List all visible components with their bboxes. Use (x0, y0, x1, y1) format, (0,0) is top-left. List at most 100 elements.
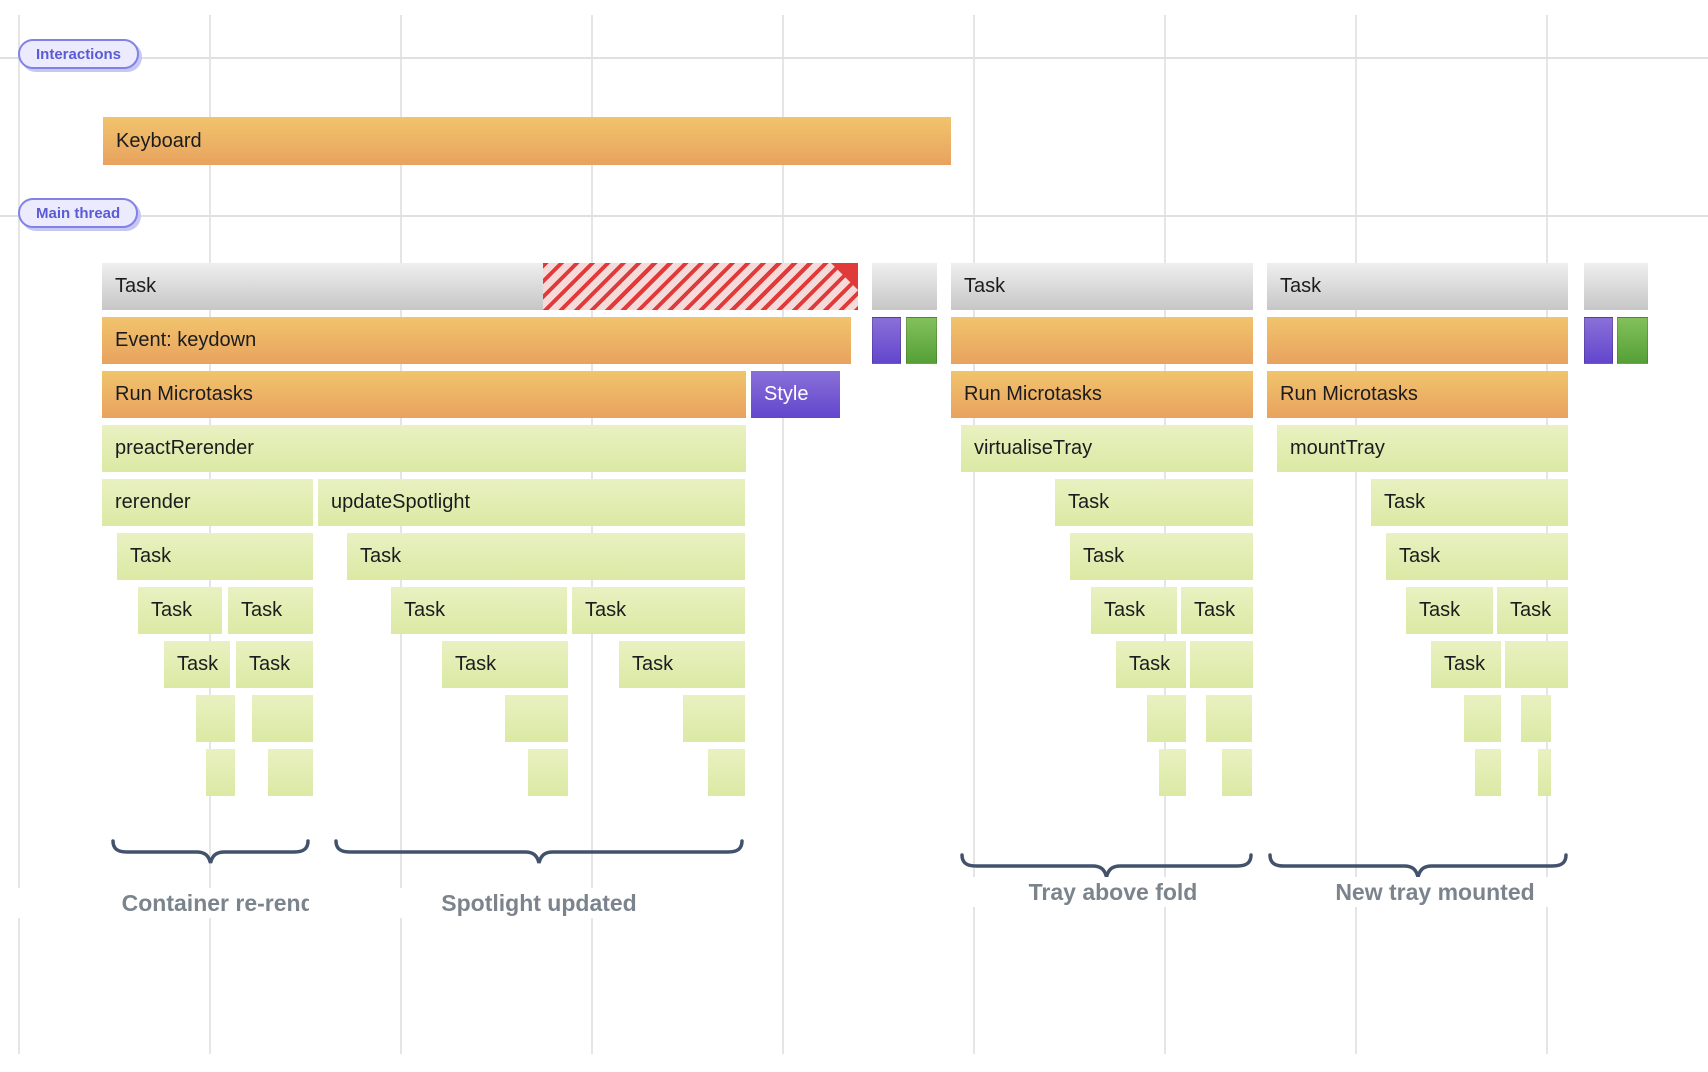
flame-bar-label: Task (115, 275, 157, 297)
flame-bar-label: Task (1129, 653, 1171, 675)
interactions-track-pill[interactable]: Interactions (18, 39, 140, 69)
flame-bar[interactable] (206, 749, 235, 796)
flame-bar[interactable]: Task (1181, 587, 1253, 634)
flame-bar[interactable] (1159, 749, 1186, 796)
flame-bar[interactable] (1464, 695, 1501, 742)
flame-bar[interactable]: Task (102, 263, 858, 310)
flame-bar[interactable]: Task (391, 587, 567, 634)
flame-bar[interactable] (196, 695, 235, 742)
flame-bar[interactable] (1206, 695, 1252, 742)
flame-bar[interactable]: preactRerender (102, 425, 746, 472)
flame-bar[interactable]: Task (442, 641, 568, 688)
flame-bar[interactable]: Task (1386, 533, 1568, 580)
flame-bar[interactable]: Task (347, 533, 745, 580)
flame-bar[interactable] (1475, 749, 1501, 796)
flame-bar[interactable] (951, 317, 1253, 364)
gridline (18, 15, 20, 1054)
flame-bar-label: updateSpotlight (331, 491, 471, 513)
flame-bar-label: Task (1083, 545, 1125, 567)
flame-bar[interactable]: Task (1116, 641, 1186, 688)
flame-bar[interactable]: Run Microtasks (951, 371, 1253, 418)
flame-bar-label: Task (360, 545, 402, 567)
flame-bar[interactable] (528, 749, 568, 796)
flame-bar[interactable]: Task (619, 641, 745, 688)
flame-bar-label: Task (151, 599, 193, 621)
flame-bar-label: Task (1444, 653, 1486, 675)
flame-bar[interactable] (268, 749, 313, 796)
annotation-brace (334, 839, 744, 864)
long-task-corner-triangle-icon (831, 263, 858, 290)
flame-bar[interactable]: Task (1406, 587, 1493, 634)
flame-bar-label: Task (585, 599, 627, 621)
flame-bar[interactable]: virtualiseTray (961, 425, 1253, 472)
flame-bar[interactable] (1505, 641, 1568, 688)
annotation-label: New tray mounted (1205, 877, 1665, 907)
flame-bar[interactable]: Event: keydown (102, 317, 851, 364)
flame-bar[interactable]: Task (1431, 641, 1501, 688)
flame-bar-label: Task (404, 599, 446, 621)
flame-bar[interactable]: Task (1091, 587, 1177, 634)
flame-bar[interactable] (1584, 317, 1613, 364)
flame-bar[interactable]: Task (228, 587, 313, 634)
flame-bar-label: Task (241, 599, 283, 621)
flame-bar-label: Task (249, 653, 291, 675)
flame-bar[interactable]: Task (1267, 263, 1568, 310)
flame-bar[interactable]: Task (236, 641, 313, 688)
flame-bar[interactable] (872, 263, 937, 310)
flame-bar-label: Run Microtasks (115, 383, 253, 405)
flame-bar[interactable]: mountTray (1277, 425, 1568, 472)
flame-bar[interactable] (1147, 695, 1186, 742)
track-separator (0, 57, 1708, 59)
flame-bar[interactable] (1617, 317, 1648, 364)
flame-bar[interactable]: Style (751, 371, 840, 418)
flame-bar[interactable] (708, 749, 745, 796)
keyboard-interaction-bar[interactable]: Keyboard (103, 117, 951, 165)
flame-bar[interactable]: Task (572, 587, 745, 634)
flame-bar[interactable] (683, 695, 745, 742)
flame-bar[interactable] (1222, 749, 1252, 796)
annotation-brace (111, 839, 310, 864)
flame-bar[interactable]: Task (1371, 479, 1568, 526)
flame-bar-label: rerender (115, 491, 191, 513)
main-thread-track-pill[interactable]: Main thread (18, 198, 139, 228)
flame-bar-label: Task (1384, 491, 1426, 513)
flame-bar[interactable]: Task (117, 533, 313, 580)
flame-bar-label: Task (1068, 491, 1110, 513)
flame-bar[interactable]: Task (164, 641, 230, 688)
flame-bar[interactable]: Task (138, 587, 222, 634)
flame-bar-label: Task (455, 653, 497, 675)
flame-bar-label: Task (964, 275, 1006, 297)
flame-bar-label: virtualiseTray (974, 437, 1093, 459)
flame-bar[interactable] (1521, 695, 1551, 742)
flame-bar[interactable] (1267, 317, 1568, 364)
flame-bar[interactable] (505, 695, 568, 742)
flame-bar[interactable]: Run Microtasks (102, 371, 746, 418)
flame-bar[interactable]: Task (1055, 479, 1253, 526)
flame-bar-label: Task (177, 653, 219, 675)
flame-bar[interactable]: Task (1497, 587, 1568, 634)
flame-bar[interactable]: Task (951, 263, 1253, 310)
flame-bar-label: Run Microtasks (1280, 383, 1418, 405)
gridline (1355, 15, 1357, 1054)
flame-bar[interactable]: rerender (102, 479, 313, 526)
flame-bar[interactable] (872, 317, 901, 364)
flame-bar[interactable] (252, 695, 313, 742)
flame-bar[interactable] (1538, 749, 1551, 796)
flame-bar-label: Event: keydown (115, 329, 257, 351)
keyboard-interaction-label: Keyboard (116, 130, 202, 152)
flame-bar[interactable] (906, 317, 937, 364)
track-separator (0, 215, 1708, 217)
flame-bar-label: mountTray (1290, 437, 1385, 459)
flame-bar[interactable]: updateSpotlight (318, 479, 745, 526)
flame-bar[interactable]: Run Microtasks (1267, 371, 1568, 418)
flame-bar-label: Task (1280, 275, 1322, 297)
flame-bar[interactable]: Task (1070, 533, 1253, 580)
flame-bar-label: Task (632, 653, 674, 675)
flame-bar-label: Task (1419, 599, 1461, 621)
flame-bar[interactable] (1190, 641, 1253, 688)
flame-bar-label: Task (1194, 599, 1236, 621)
flame-bar[interactable] (1584, 263, 1648, 310)
flame-bar-label: Task (1510, 599, 1552, 621)
flame-bar-label: Task (130, 545, 172, 567)
